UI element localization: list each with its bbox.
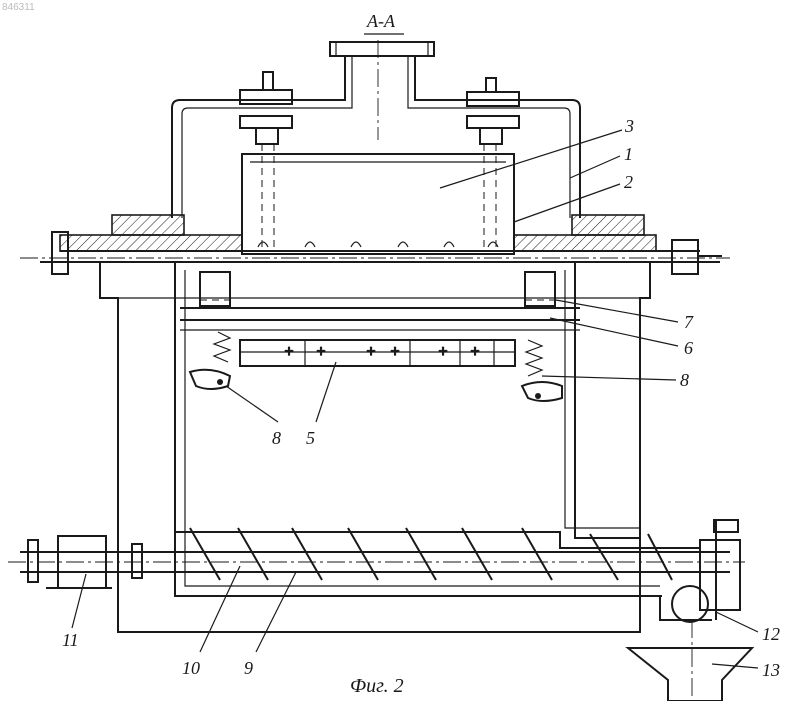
label-11: 11 xyxy=(62,630,79,650)
label-10: 10 xyxy=(182,658,200,678)
outer-housing xyxy=(100,262,662,632)
bolt-left xyxy=(240,72,292,250)
svg-text:+: + xyxy=(438,344,448,358)
bolt-right xyxy=(467,78,519,250)
outlet-funnel xyxy=(628,620,752,701)
label-13: 13 xyxy=(762,660,780,680)
label-3: 3 xyxy=(624,116,634,136)
svg-text:+: + xyxy=(470,344,480,358)
label-6: 6 xyxy=(684,338,693,358)
nozzles xyxy=(258,242,498,247)
inner-box xyxy=(242,154,514,254)
spring-right xyxy=(522,340,562,401)
svg-text:+: + xyxy=(284,344,294,358)
section-title: A-A xyxy=(366,11,396,31)
svg-text:+: + xyxy=(366,344,376,358)
label-1: 1 xyxy=(624,144,633,164)
svg-text:+: + xyxy=(390,344,400,358)
label-5: 5 xyxy=(306,428,315,448)
figure-caption: Фиг. 2 xyxy=(350,675,404,697)
label-8-right: 8 xyxy=(680,370,689,390)
guide-rails xyxy=(180,272,580,330)
label-12: 12 xyxy=(762,624,780,644)
svg-text:+: + xyxy=(316,344,326,358)
inlet-pipe xyxy=(172,42,580,218)
top-plate xyxy=(20,215,730,274)
label-2: 2 xyxy=(624,172,633,192)
watermark-text: 846311 xyxy=(2,2,35,13)
label-7: 7 xyxy=(684,312,694,332)
label-9: 9 xyxy=(244,658,253,678)
label-8-left: 8 xyxy=(272,428,281,448)
tray: + + + + + + xyxy=(240,340,515,366)
spring-left xyxy=(190,332,230,389)
